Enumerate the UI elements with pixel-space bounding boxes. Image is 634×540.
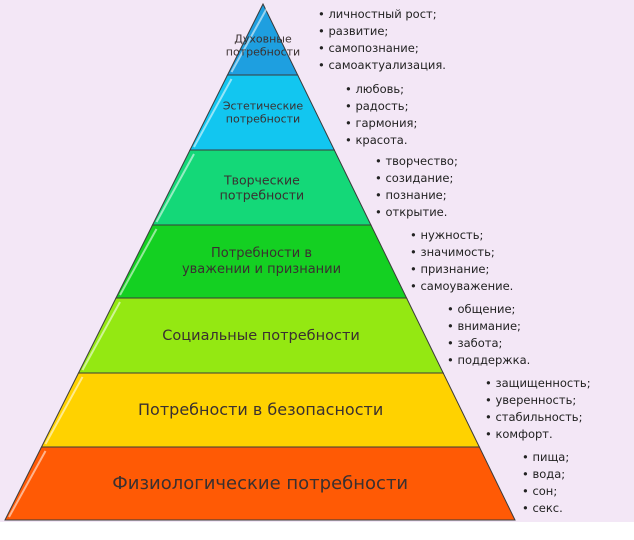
level-label-line: потребности (219, 187, 305, 203)
list-item: вода; (522, 466, 569, 483)
list-item: гармония; (345, 115, 417, 132)
list-item: радость; (345, 98, 417, 115)
list-item: поддержка. (447, 352, 530, 369)
list-item: самопознание; (318, 40, 446, 57)
level-label-line: Потребности в (211, 245, 312, 261)
level-highlight (230, 7, 268, 73)
level-2-items: любовь;радость;гармония;красота. (345, 81, 417, 149)
list-item: пища; (522, 449, 569, 466)
list-item: самоуважение. (410, 278, 513, 295)
level-label-line: Социальные потребности (162, 327, 360, 344)
level-label-line: Физиологические потребности (112, 472, 409, 494)
list-item: общение; (447, 301, 530, 318)
list-item: нужность; (410, 227, 513, 244)
list-item: самоактуализация. (318, 57, 446, 74)
level-label-line: потребности (225, 45, 301, 59)
level-highlight (119, 228, 158, 296)
level-label-line: Потребности в безопасности (138, 400, 384, 419)
list-item: познание; (375, 187, 458, 204)
list-item: признание; (410, 261, 513, 278)
level-6-items: защищенность;уверенность;стабильность;ко… (485, 375, 591, 443)
level-label: Социальные потребности (162, 326, 360, 344)
list-item: уверенность; (485, 392, 591, 409)
list-item: комфорт. (485, 426, 591, 443)
list-item: открытие. (375, 204, 458, 221)
list-item: красота. (345, 132, 417, 149)
level-label: Потребности в безопасности (138, 400, 383, 420)
list-item: созидание; (375, 170, 458, 187)
list-item: развитие; (318, 23, 446, 40)
level-label-line: уважении и признании (181, 261, 342, 277)
level-highlight (44, 376, 84, 445)
list-item: значимость; (410, 244, 513, 261)
level-highlight (155, 153, 195, 223)
level-label-line: Духовные (234, 31, 292, 45)
level-7-items: пища;вода;сон;секс. (522, 449, 569, 517)
list-item: секс. (522, 500, 569, 517)
level-5-items: общение;внимание;забота;поддержка. (447, 301, 530, 369)
list-item: стабильность; (485, 409, 591, 426)
list-item: забота; (447, 335, 530, 352)
level-label-line: Эстетические (222, 98, 304, 112)
list-item: любовь; (345, 81, 417, 98)
level-3-items: творчество;созидание;познание;открытие. (375, 153, 458, 221)
level-highlight (8, 450, 47, 518)
level-1-items: личностный рост;развитие;самопознание;са… (318, 6, 446, 74)
list-item: сон; (522, 483, 569, 500)
level-4-items: нужность;значимость;признание;самоуважен… (410, 227, 513, 295)
level-label: Физиологические потребности (112, 472, 408, 495)
level-highlight (193, 78, 233, 148)
list-item: творчество; (375, 153, 457, 170)
level-highlight (81, 301, 121, 371)
list-item: личностный рост; (318, 6, 446, 23)
pyramid-level-7 (4, 446, 516, 521)
list-item: защищенность; (485, 375, 590, 392)
level-label-line: потребности (225, 112, 301, 126)
list-item: внимание; (447, 318, 530, 335)
level-label-line: Творческие (223, 171, 300, 187)
